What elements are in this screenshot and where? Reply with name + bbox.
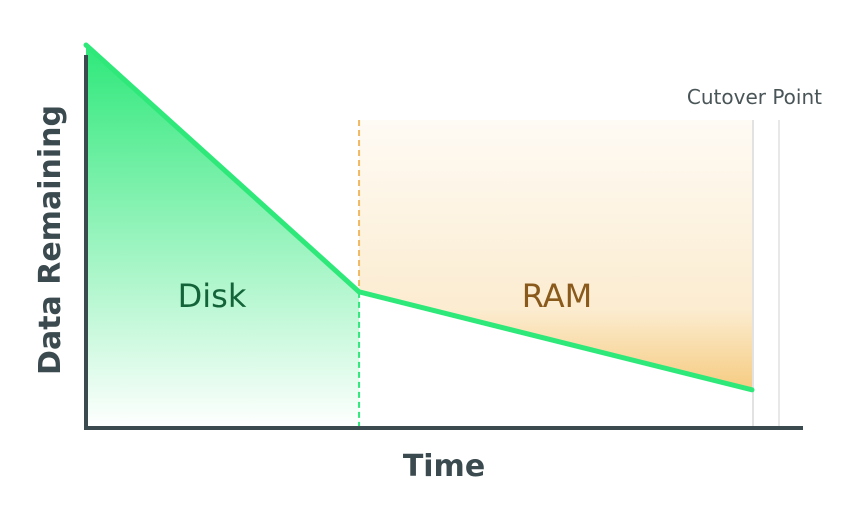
ram-area [359,120,752,390]
disk-region-label: Disk [178,277,247,315]
y-axis-label: Data Remaining [33,105,68,375]
ram-region-label: RAM [522,277,592,315]
data-remaining-line [83,42,755,393]
disk-area [86,45,360,428]
cutover-label: Cutover Point [687,85,822,109]
x-axis-label: Time [403,449,485,484]
